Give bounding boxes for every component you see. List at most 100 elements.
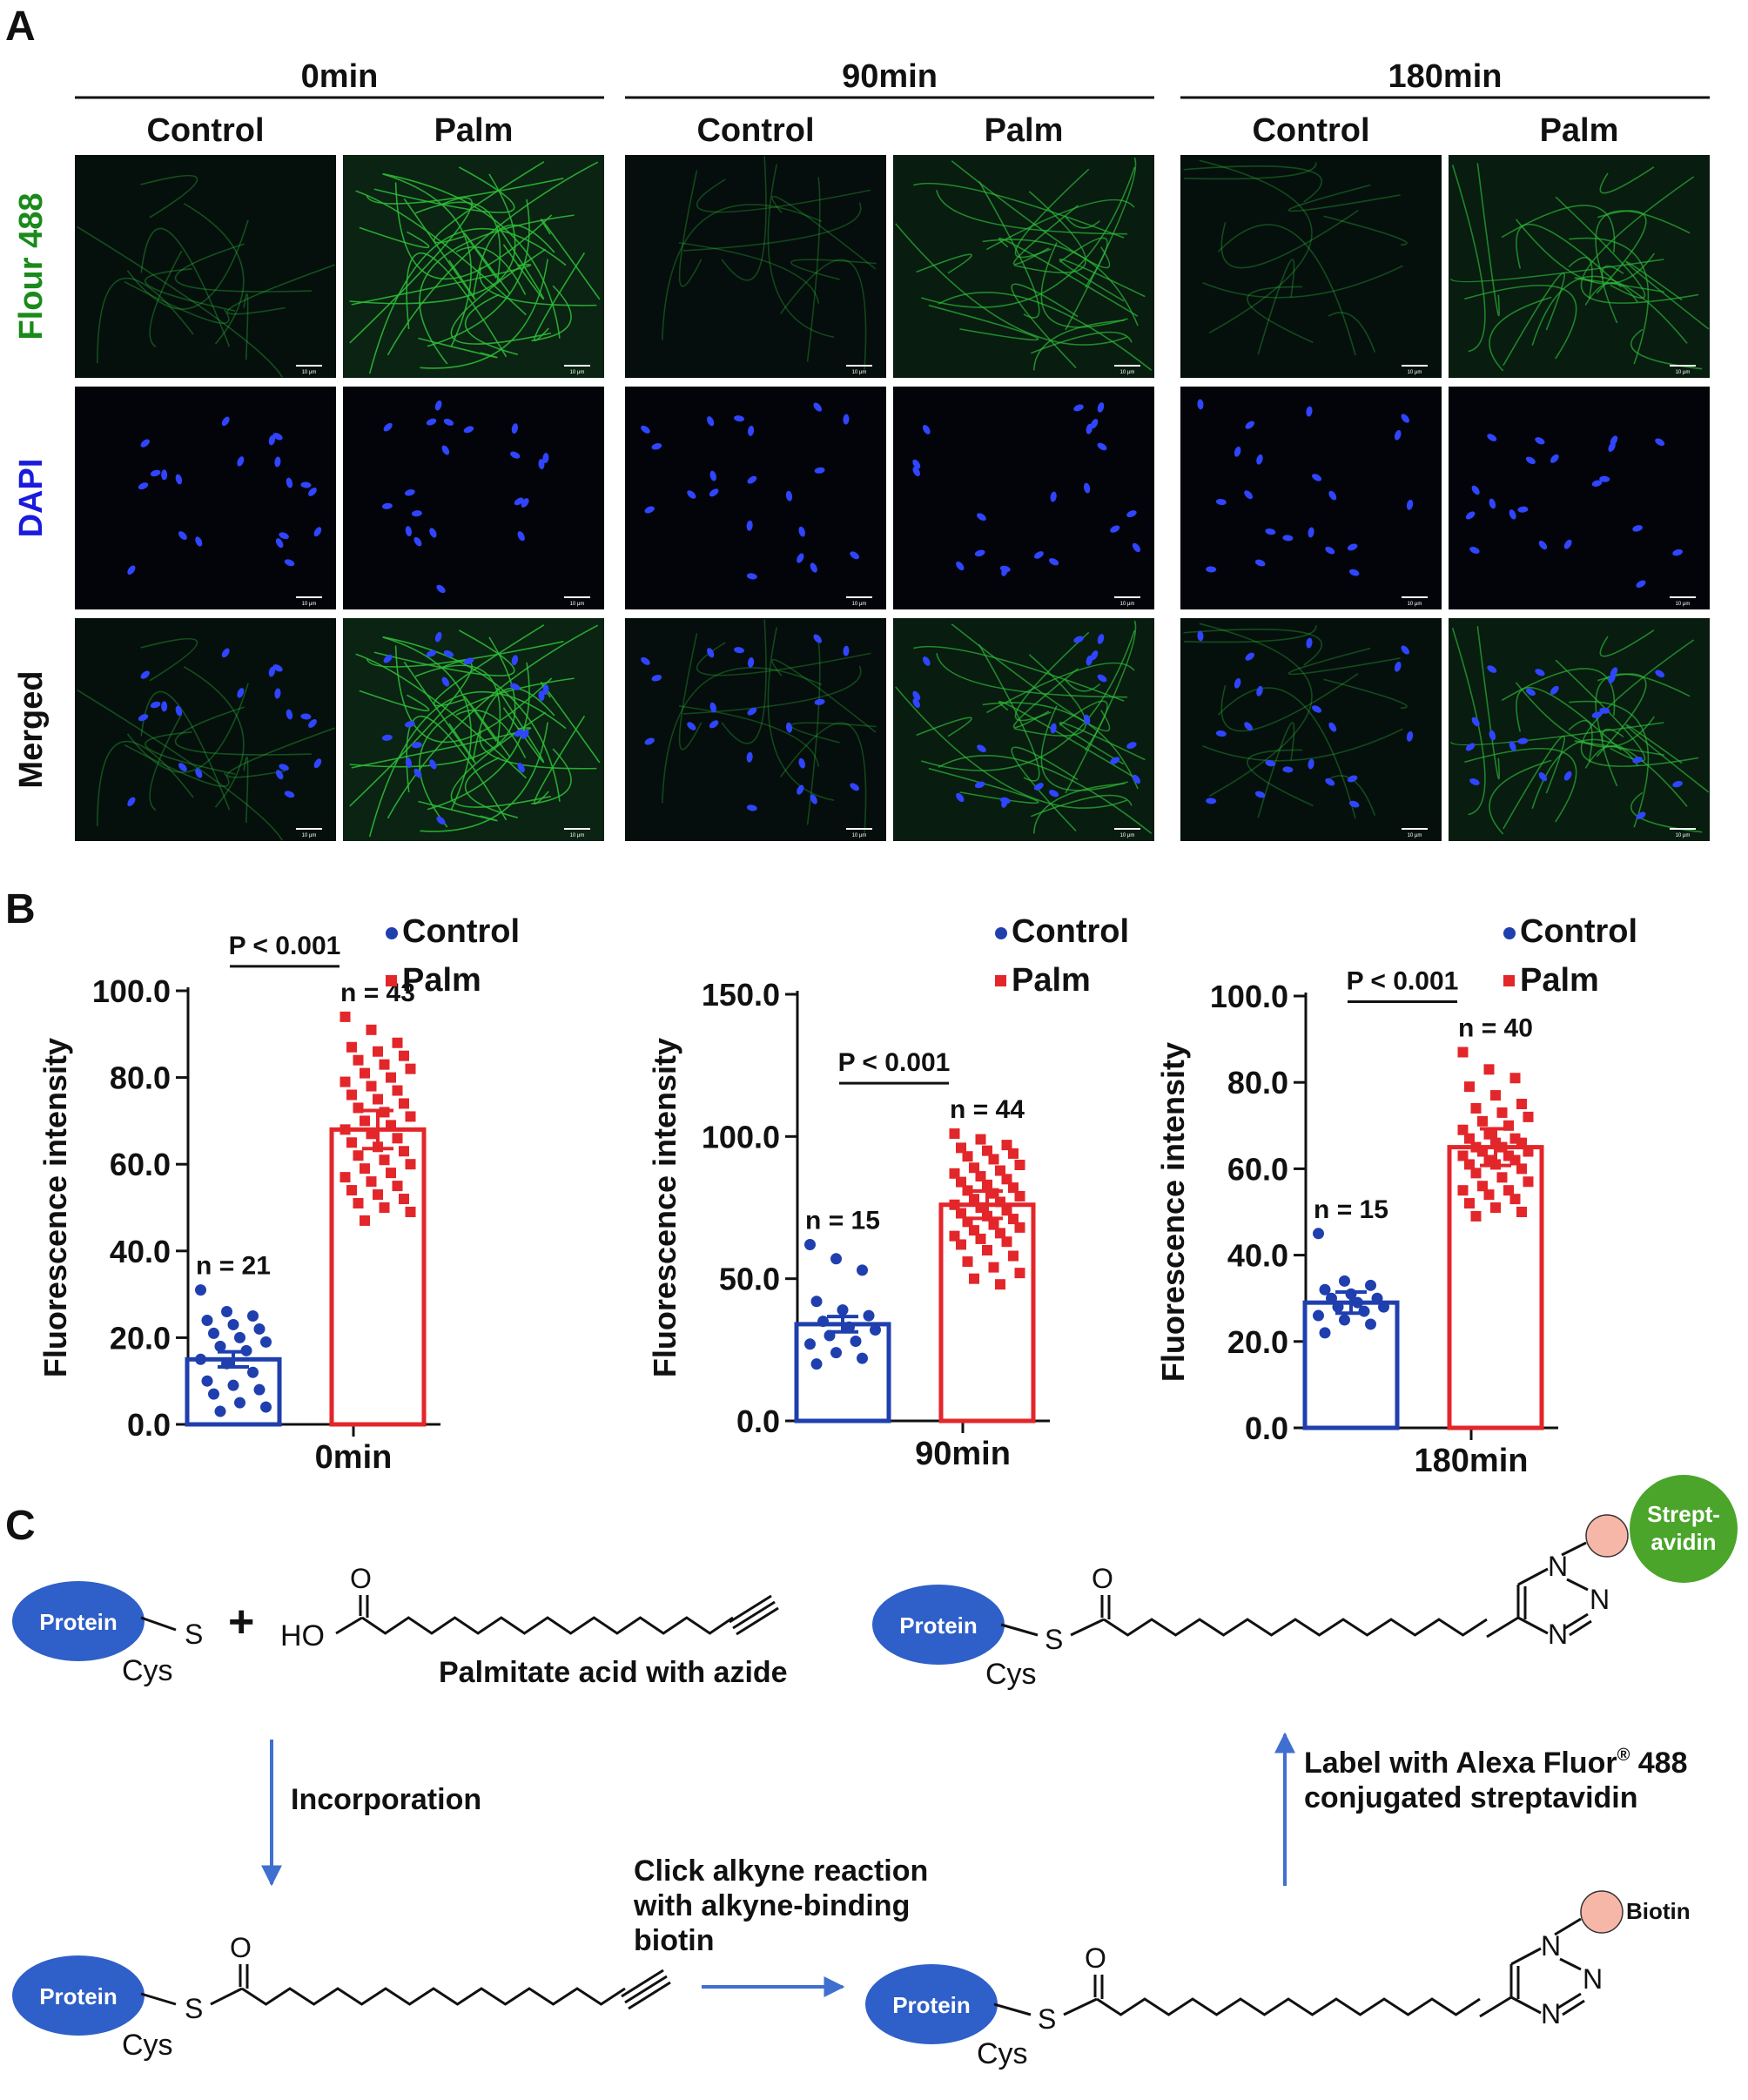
condition-label: Control: [146, 112, 264, 149]
data-point-palm: [1014, 1222, 1025, 1233]
data-point-palm: [949, 1230, 960, 1242]
data-point-palm: [995, 1165, 1005, 1176]
data-point-palm: [399, 1146, 409, 1157]
protein-acylated: Protein S Cys O: [12, 1932, 671, 2062]
micrograph-image: 10 μm: [893, 155, 1154, 378]
data-point-palm: [1008, 1182, 1019, 1194]
scale-bar-label: 10 μm: [852, 833, 867, 838]
data-point-palm: [379, 1154, 390, 1166]
condition-label: Control: [1252, 112, 1369, 149]
row-label: Merged: [13, 670, 50, 788]
data-point-palm: [405, 1063, 416, 1074]
y-tick-label: 100.0: [92, 973, 171, 1009]
condition-label: Palm: [985, 112, 1064, 149]
scale-bar-label: 10 μm: [302, 833, 317, 838]
data-point-palm: [962, 1185, 973, 1196]
data-point-palm: [1496, 1172, 1508, 1183]
micrograph-image: 10 μm: [343, 155, 604, 378]
bar-control: [1302, 1300, 1400, 1430]
p-value-label: P < 0.001: [838, 1048, 951, 1077]
sulfur-label: S: [185, 1993, 203, 2024]
time-group-label: 0min: [301, 58, 379, 95]
data-point-palm: [1001, 1236, 1012, 1248]
data-point-control: [214, 1340, 226, 1352]
data-point-palm: [399, 1098, 409, 1109]
triazole-ring: N N N: [1479, 1917, 1603, 2029]
condition-label: Palm: [434, 112, 514, 149]
micrograph-image: 10 μm: [75, 618, 336, 841]
data-point-palm: [373, 1094, 383, 1105]
y-tick-label: 0.0: [1245, 1410, 1288, 1446]
data-point-palm: [982, 1245, 992, 1255]
data-point-palm: [1483, 1128, 1495, 1140]
protein-streptavidin: Protein S Cys O N N N: [872, 1475, 1738, 1691]
data-point-palm: [1457, 1185, 1469, 1196]
protein-blob: [12, 1955, 145, 2036]
y-tick-label: 40.0: [110, 1234, 171, 1269]
data-point-control: [810, 1358, 823, 1370]
click-label-line3: biotin: [634, 1924, 715, 1957]
biotin-sphere: [1585, 1514, 1629, 1558]
data-point-control: [1371, 1292, 1383, 1304]
data-point-control: [857, 1264, 868, 1276]
data-point-palm: [1477, 1181, 1488, 1192]
row-label: DAPI: [13, 459, 50, 538]
data-point-palm: [386, 1168, 396, 1179]
data-point-palm: [988, 1262, 999, 1273]
data-point-palm: [995, 1279, 1005, 1290]
micrograph-image: 10 μm: [893, 618, 1154, 841]
data-point-palm: [975, 1171, 986, 1182]
data-point-palm: [1509, 1194, 1521, 1205]
data-point-control: [804, 1238, 816, 1250]
data-point-palm: [392, 1133, 403, 1144]
data-point-palm: [1001, 1205, 1012, 1216]
micrograph-image: 10 μm: [1180, 155, 1442, 378]
panel-c-scheme: Protein S Cys + HO O Palmitate acid with…: [12, 1475, 1738, 2070]
x-axis-label: 180min: [1415, 1443, 1529, 1479]
panel-letter-c: C: [5, 1503, 36, 1549]
x-axis-label: 0min: [315, 1439, 393, 1476]
y-tick-label: 100.0: [702, 1119, 780, 1154]
data-point-control: [247, 1310, 259, 1322]
micrograph-image: 10 μm: [625, 155, 886, 378]
data-point-control: [804, 1338, 816, 1350]
x-axis-label: 90min: [915, 1436, 1011, 1472]
micrograph-image: 10 μm: [1449, 387, 1710, 609]
data-point-palm: [1509, 1154, 1521, 1166]
alkyne-triple-bond: [621, 1969, 671, 2010]
data-point-palm: [1477, 1115, 1488, 1127]
protein-biotinylated: Protein S Cys O N N N: [865, 1890, 1691, 2070]
carbonyl-o-label: O: [230, 1932, 252, 1963]
data-point-control: [234, 1331, 245, 1343]
data-point-palm: [949, 1199, 960, 1210]
micrograph-image: 10 μm: [625, 387, 886, 609]
data-point-palm: [1014, 1268, 1025, 1279]
data-point-control: [844, 1321, 855, 1333]
micrograph-image: 10 μm: [1449, 155, 1710, 378]
data-point-palm: [1516, 1163, 1527, 1175]
condition-label: Palm: [1540, 112, 1619, 149]
data-point-palm: [366, 1080, 377, 1092]
data-point-palm: [1457, 1047, 1469, 1058]
streptavidin-label-line2: avidin: [1651, 1529, 1716, 1555]
data-point-control: [221, 1357, 232, 1370]
data-point-palm: [1516, 1137, 1527, 1148]
y-axis-label: Fluorescence intensity: [647, 1038, 682, 1377]
data-point-palm: [1008, 1214, 1019, 1225]
scale-bar-label: 10 μm: [302, 370, 317, 375]
data-point-palm: [353, 1054, 364, 1066]
time-group-label: 180min: [1388, 58, 1503, 95]
data-point-control: [201, 1314, 213, 1326]
data-point-palm: [969, 1225, 979, 1236]
legend-label-control: Control: [1012, 913, 1129, 950]
scale-bar-label: 10 μm: [852, 370, 867, 375]
data-point-palm: [956, 1176, 966, 1188]
data-point-palm: [373, 1046, 383, 1057]
data-point-palm: [399, 1050, 409, 1061]
y-tick-label: 100.0: [1210, 979, 1288, 1014]
y-tick-label: 80.0: [1227, 1065, 1288, 1100]
data-point-palm: [373, 1189, 383, 1201]
data-point-control: [221, 1306, 232, 1318]
triazole-n1: N: [1548, 1551, 1568, 1582]
